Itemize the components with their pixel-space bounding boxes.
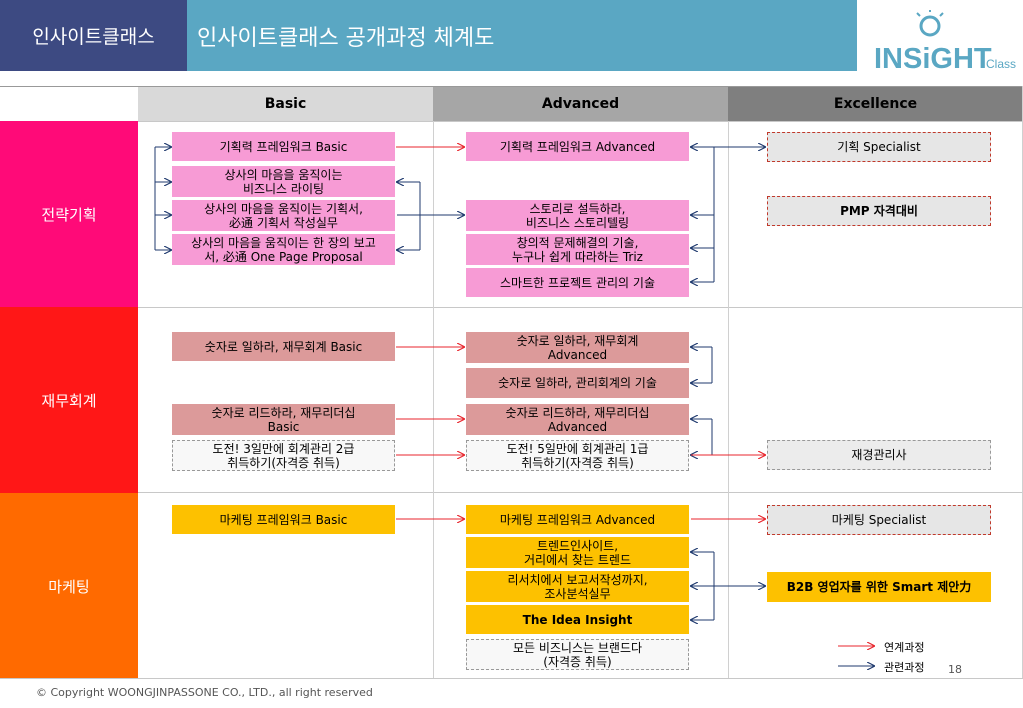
course-box-project-management: 스마트한 프로젝트 관리의 기술 <box>466 268 689 297</box>
legend-linked-label: 연계과정 <box>884 641 925 654</box>
course-box-brand: 모든 비즈니스는 브랜드다 (자격증 취득) <box>466 639 689 670</box>
row-divider <box>138 121 1023 122</box>
logo-subtext: Class <box>986 57 1016 70</box>
course-box-one-page-proposal: 상사의 마음을 움직이는 한 장의 보고 서, 必通 One Page Prop… <box>172 234 395 265</box>
course-box-accounting-advanced: 숫자로 일하라, 재무회계 Advanced <box>466 332 689 363</box>
course-box-finance-leadership-advanced: 숫자로 리드하라, 재무리더십 Advanced <box>466 404 689 435</box>
legend-related-label: 관련과정 <box>884 661 925 674</box>
course-box-marketing-framework-advanced: 마케팅 프레임워크 Advanced <box>466 505 689 534</box>
header-left-title: 인사이트클래스 <box>0 0 187 71</box>
course-box-business-writing: 상사의 마음을 움직이는 비즈니스 라이팅 <box>172 166 395 197</box>
column-divider <box>433 121 434 678</box>
course-box-marketing-specialist: 마케팅 Specialist <box>767 505 991 535</box>
column-header-advanced: Advanced <box>433 87 728 121</box>
page-number: 18 <box>948 663 962 676</box>
insight-class-logo: INSiGHT Class <box>870 8 1020 75</box>
column-header-basic: Basic <box>138 87 433 121</box>
course-box-pmp: PMP 자격대비 <box>767 196 991 226</box>
course-box-planning-framework-basic: 기획력 프레임워크 Basic <box>172 132 395 161</box>
course-box-triz: 창의적 문제해결의 기술, 누구나 쉽게 따라하는 Triz <box>466 234 689 265</box>
row-label-marketing: 마케팅 <box>0 493 138 679</box>
course-box-planning-specialist: 기획 Specialist <box>767 132 991 162</box>
course-box-trend-insight: 트렌드인사이트, 거리에서 찾는 트렌드 <box>466 537 689 568</box>
course-box-research-analysis: 리서치에서 보고서작성까지, 조사분석실무 <box>466 571 689 602</box>
row-label-strategy: 전략기획 <box>0 121 138 307</box>
copyright-footer: © Copyright WOONGJINPASSONE CO., LTD., a… <box>36 686 373 699</box>
logo-text: INSiGHT <box>874 43 992 70</box>
course-box-proposal-writing: 상사의 마음을 움직이는 기획서, 必通 기획서 작성실무 <box>172 200 395 231</box>
course-box-accounting-cert-1: 도전! 5일만에 회계관리 1급 취득하기(자격증 취득) <box>466 440 689 471</box>
course-box-accounting-basic: 숫자로 일하라, 재무회계 Basic <box>172 332 395 361</box>
column-divider <box>728 121 729 678</box>
course-box-accounting-cert-2: 도전! 3일만에 회계관리 2급 취득하기(자격증 취득) <box>172 440 395 471</box>
table-bottom-border <box>0 678 1023 679</box>
course-box-marketing-framework-basic: 마케팅 프레임워크 Basic <box>172 505 395 534</box>
course-box-b2b-proposal: B2B 영업자를 위한 Smart 제안力 <box>767 572 991 602</box>
row-label-finance: 재무회계 <box>0 307 138 493</box>
course-box-finance-manager: 재경관리사 <box>767 440 991 470</box>
column-header-excellence: Excellence <box>728 87 1023 121</box>
row-divider <box>138 492 1023 493</box>
table-top-border <box>0 86 1023 87</box>
page-title: 인사이트클래스 공개과정 체계도 <box>187 0 857 71</box>
course-box-planning-framework-advanced: 기획력 프레임워크 Advanced <box>466 132 689 161</box>
course-box-idea-insight: The Idea Insight <box>466 605 689 634</box>
course-box-finance-leadership-basic: 숫자로 리드하라, 재무리더십 Basic <box>172 404 395 435</box>
course-box-management-accounting: 숫자로 일하라, 관리회계의 기술 <box>466 368 689 398</box>
course-box-storytelling: 스토리로 설득하라, 비즈니스 스토리텔링 <box>466 200 689 231</box>
row-divider <box>138 307 1023 308</box>
